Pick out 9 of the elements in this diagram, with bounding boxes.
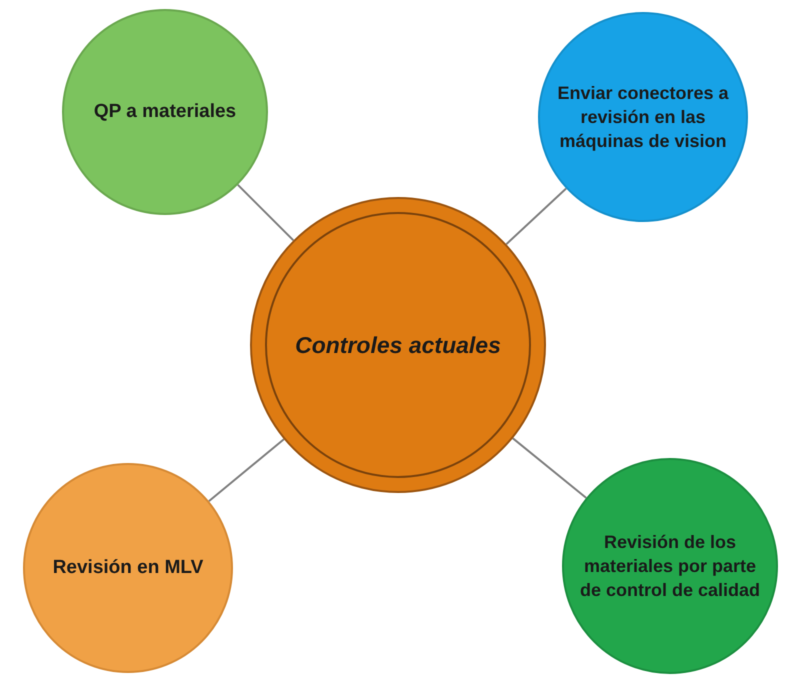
node-label: Enviar conectores a revisión en las máquinas de vision — [556, 82, 730, 153]
connector-line — [208, 438, 285, 502]
connector-line — [237, 184, 294, 242]
node-label: Controles actuales — [295, 330, 501, 360]
node-label: Revisión de los materiales por parte de control de calidad — [578, 531, 762, 602]
node-label: Revisión en MLV — [52, 556, 204, 580]
node-label: QP a materiales — [94, 100, 236, 124]
connector-line — [506, 188, 567, 245]
connector-line — [512, 438, 587, 499]
